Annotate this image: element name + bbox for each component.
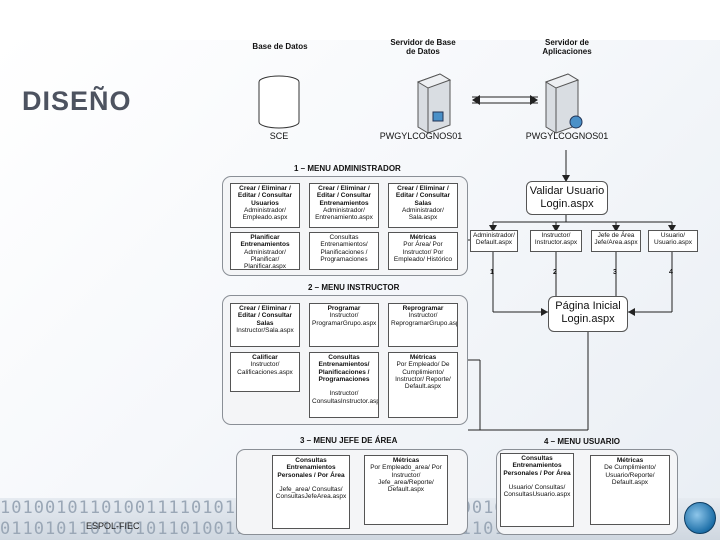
box-title: Consultas Entrenamientos/ Planificacione… — [318, 354, 370, 383]
jefe-queries-box[interactable]: Consultas Entrenamientos Personales / Po… — [272, 455, 350, 529]
admin-rooms-box[interactable]: Crear / Eliminar / Editar / Consultar Sa… — [388, 183, 458, 228]
db-server-label: PWGYLCOGNOS01 — [379, 131, 463, 141]
arrowhead-right — [530, 95, 538, 105]
instructor-rooms-box[interactable]: Crear / Eliminar / Editar / Consultar Sa… — [230, 303, 300, 347]
espol-logo — [684, 502, 716, 534]
app-server-icon — [544, 73, 583, 134]
db-server-icon — [416, 73, 452, 134]
box-page: Jefe_area/ Consultas/ ConsultasJefeArea.… — [275, 486, 347, 501]
role-number: 4 — [669, 269, 673, 276]
box-title: Métricas — [409, 234, 437, 241]
role-instructor-page[interactable]: Instructor/ Instructor.aspx — [530, 230, 582, 252]
admin-queries-box[interactable]: Consultas Entrenamientos/ Planificacione… — [309, 232, 379, 270]
role-usuario-page[interactable]: Usuario/ Usuario.aspx — [648, 230, 698, 252]
box-page: Por Empleado/ De Cumplimiento/ Instructo… — [395, 361, 451, 391]
box-title: Métricas — [616, 457, 644, 464]
box-page: Consultas Entrenamientos/ Planificacione… — [320, 234, 368, 263]
admin-users-box[interactable]: Crear / Eliminar / Editar / Consultar Us… — [230, 183, 300, 228]
box-title: Programar — [327, 305, 361, 312]
box-page: Instructor/ ProgramarGrupo.aspx — [312, 312, 377, 327]
box-title: Crear / Eliminar / Editar / Consultar Sa… — [395, 185, 451, 207]
box-title: Planificar Entrenamientos — [240, 234, 290, 249]
section-usuario-title: 4 – MENU USUARIO — [544, 437, 621, 446]
footer-text: ESPOL-FIEC — [86, 521, 140, 531]
usuario-queries-box[interactable]: Consultas Entrenamientos Personales / Po… — [500, 453, 574, 527]
app-server-label: PWGYLCOGNOS01 — [525, 131, 609, 141]
role-number: 3 — [613, 269, 617, 276]
box-page: Por Empleado_area/ Por Instructor/ Jefe_… — [370, 464, 442, 494]
db-label: SCE — [269, 131, 289, 141]
database-icon — [258, 75, 300, 129]
box-title: Consultas Entrenamientos Personales / Po… — [277, 457, 345, 479]
box-page: Por Área/ Por Instructor/ Por Empleado/ … — [393, 241, 453, 263]
box-page: Administrador/ Sala.aspx — [402, 206, 444, 222]
box-title: Calificar — [252, 354, 278, 361]
section-instructor-title: 2 – MENU INSTRUCTOR — [308, 283, 400, 292]
box-title: Métricas — [409, 354, 437, 361]
validate-login-box[interactable]: Validar Usuario Login.aspx — [526, 181, 608, 215]
instructor-queries-box[interactable]: Consultas Entrenamientos/ Planificacione… — [309, 352, 379, 418]
admin-trainings-box[interactable]: Crear / Eliminar / Editar / Consultar En… — [309, 183, 379, 228]
box-page: Administrador/ Entrenamiento.aspx — [315, 206, 373, 222]
box-title: Reprogramar — [402, 305, 444, 312]
box-page: Instructor/Sala.aspx — [236, 326, 294, 334]
start-page-box[interactable]: Página Inicial Login.aspx — [548, 296, 628, 332]
section-jefe-title: 3 – MENU JEFE DE ÁREA — [300, 436, 398, 445]
box-page: Administrador/ Empleado.aspx — [242, 206, 288, 222]
header-app-server: Servidor de Aplicaciones — [542, 38, 592, 56]
top-band — [0, 0, 720, 40]
section-admin-title: 1 – MENU ADMINISTRADOR — [294, 164, 401, 173]
header-db-server: Servidor de Base de Datos — [390, 38, 456, 56]
box-title: Crear / Eliminar / Editar / Consultar Us… — [237, 185, 293, 207]
box-page: Instructor/ ReprogramarGrupo.aspx — [391, 312, 458, 327]
role-number: 2 — [553, 269, 557, 276]
role-admin-page[interactable]: Administrador/ Default.aspx — [470, 230, 518, 252]
header-db: Base de Datos — [252, 42, 308, 51]
box-title: Consultas Entrenamientos Personales / Po… — [503, 455, 571, 477]
box-page: Usuario/ Consultas/ ConsultasUsuario.asp… — [503, 484, 571, 499]
role-jefe-page[interactable]: Jefe de Área Jefe/Area.aspx — [591, 230, 641, 252]
box-title: Métricas — [392, 457, 420, 464]
box-title: Crear / Eliminar / Editar / Consultar Sa… — [237, 305, 293, 327]
box-page: Administrador/ Planificar/ Planificar.as… — [244, 248, 286, 270]
role-number: 1 — [490, 269, 494, 276]
box-page: Instructor/ ConsultasInstructor.aspx — [312, 390, 379, 405]
box-page: De Cumplimiento/ Usuario/Reporte/ Defaul… — [604, 464, 656, 486]
box-page: Instructor/ Calificaciones.aspx — [237, 361, 293, 376]
box-title: Crear / Eliminar / Editar / Consultar En… — [316, 185, 372, 207]
slide-title: DISEÑO — [22, 86, 132, 116]
arrowhead-left — [472, 95, 480, 105]
